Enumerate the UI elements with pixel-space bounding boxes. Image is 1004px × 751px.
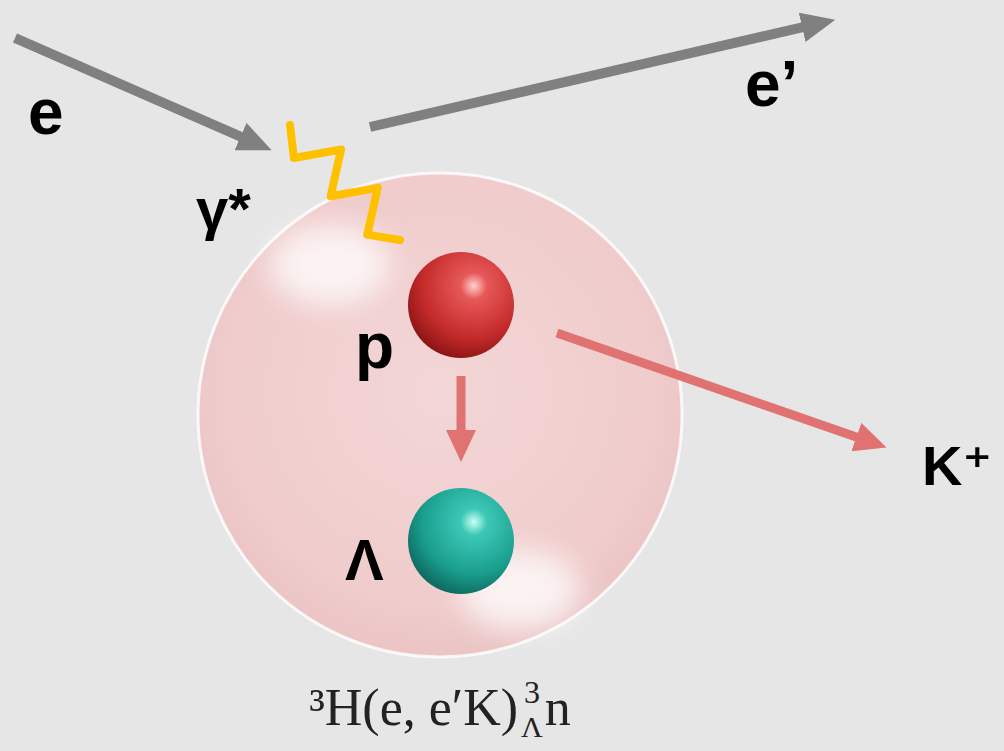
label-slot: p [355, 314, 394, 378]
virtual-photon [290, 125, 400, 240]
label-slot: e [28, 80, 64, 144]
label-slot: e’ [745, 52, 798, 116]
reaction-formula: ³H(e, e′K) [309, 679, 518, 736]
label-slot: n [545, 682, 571, 734]
transition-arrow [457, 376, 466, 436]
label-slot: Λ [521, 712, 543, 742]
sphere-shape [408, 488, 514, 594]
formula-mass-number: 3 [524, 674, 540, 710]
particle-label: Λ [345, 527, 384, 592]
kaon-arrow [557, 333, 862, 439]
nucleus-circle [198, 173, 682, 657]
sphere [408, 488, 514, 594]
formula-nucleus: n [545, 679, 571, 736]
scattered-electron-label: e’ [745, 48, 798, 120]
label-slot: Λ [345, 531, 384, 589]
proton-sphere: p [408, 252, 514, 358]
label-slot: K⁺ [922, 438, 992, 494]
particle-label: p [355, 310, 394, 382]
lambda-sphere: Λ [408, 488, 514, 594]
kaon-label: K⁺ [922, 434, 992, 497]
electron-label: e [28, 76, 64, 148]
formula-hyperon-subscript: Λ [521, 710, 543, 743]
label-slot: 3 [524, 676, 540, 708]
photon-label: γ* [196, 176, 251, 241]
sphere-shape [408, 252, 514, 358]
sphere [408, 252, 514, 358]
label-slot: γ* [196, 180, 251, 238]
outgoing-electron-arrow [370, 26, 808, 127]
label-slot: ³H(e, e′K) [309, 682, 518, 734]
